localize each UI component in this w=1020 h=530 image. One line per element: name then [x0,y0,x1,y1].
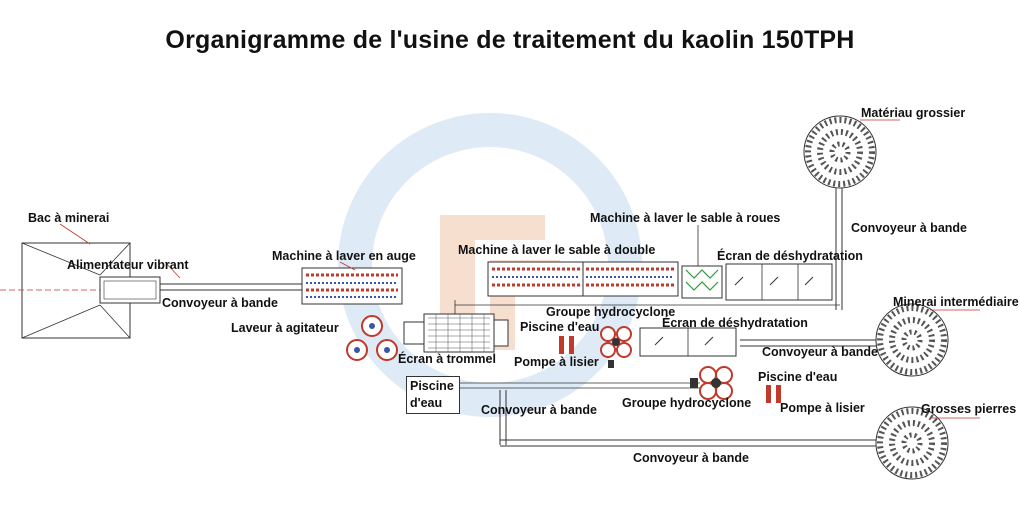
label-trough-washer: Machine à laver en auge [272,249,416,263]
label-double-sand-washer: Machine à laver le sable à double [458,243,656,257]
conveyor-1 [160,283,302,291]
label-agitator-washer: Laveur à agitateur [231,321,339,335]
wheel-sand-washer [681,225,723,299]
label-wheel-sand-washer: Machine à laver le sable à roues [590,211,781,225]
label-vibrating-feeder: Alimentateur vibrant [67,258,189,272]
stockpile-large-stones [875,406,980,480]
dewatering-screen-2 [639,327,737,357]
label-dewatering-screen-1: Écran de déshydratation [717,249,863,263]
label-hydrocyclone-1: Groupe hydrocyclone [546,305,676,319]
label-intermediate-ore: Minerai intermédiaire [893,295,1019,309]
vibrating-feeder [99,276,161,304]
label-slurry-pump-2: Pompe à lisier [780,401,865,415]
double-sand-washer [487,261,679,297]
label-conveyor-pool: Convoyeur à bande [481,403,597,417]
trough-washer [301,267,403,305]
main-flow-lines [454,300,840,314]
label-conveyor-1: Convoyeur à bande [162,296,278,310]
stockpile-coarse [803,115,900,189]
hydrocyclone-group-1 [600,326,632,358]
stockpile-intermediate [875,303,980,377]
label-ore-hopper: Bac à minerai [28,211,110,225]
label-large-stones: Grosses pierres [921,402,1017,416]
label-conveyor-intermediate: Convoyeur à bande [762,345,878,359]
label-water-pool-2: Piscine d'eau [758,370,838,384]
leader-lines [59,223,356,279]
label-slurry-pump-1: Pompe à lisier [514,355,599,369]
agitator-washers [346,315,398,361]
label-dewatering-screen-2: Écran de déshydratation [662,316,808,330]
water-pool-lines [458,382,700,389]
diagram-title: Organigramme de l'usine de traitement du… [165,26,855,54]
dewatering-screen-1 [725,263,833,301]
label-trommel-screen: Écran à trommel [398,352,496,366]
slurry-pumps [559,336,781,403]
label-coarse-material: Matériau grossier [861,106,966,120]
label-conveyor-large-stones: Convoyeur à bande [633,451,749,465]
label-hydrocyclone-2: Groupe hydrocyclone [622,396,752,410]
trommel-screen [403,313,509,353]
water-pool-box: Piscine d'eau [406,376,460,414]
conveyor-to-coarse [835,175,843,310]
label-conveyor-coarse: Convoyeur à bande [851,221,967,235]
label-water-pool-1: Piscine d'eau [520,320,600,334]
conveyor-to-large-stones [499,390,905,447]
conveyor-to-intermediate [740,339,900,347]
